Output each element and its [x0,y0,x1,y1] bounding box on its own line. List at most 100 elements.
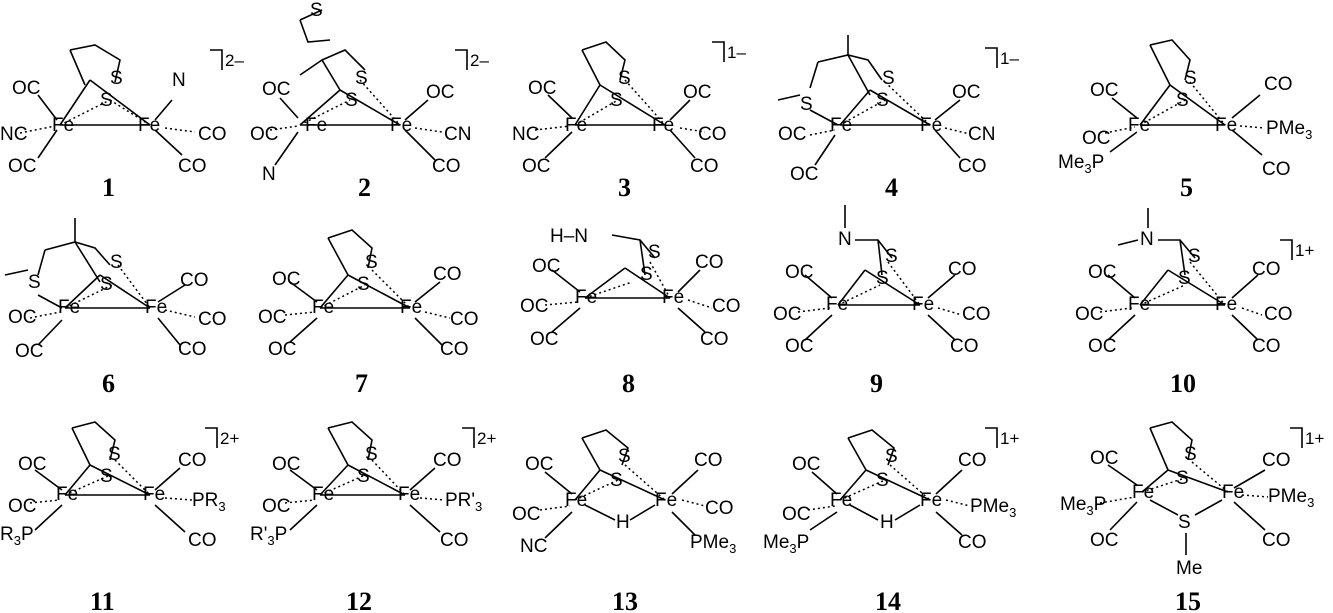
ligand-label: R3P [0,524,34,548]
ligand-label: OC [272,269,301,290]
compound-2: S S S Fe Fe OC OC N OC CN CO 2– 2 [250,0,489,202]
ligand-label: PMe3 [690,532,736,556]
hn-atom: H–N [550,226,588,247]
ligand-label: N [172,70,186,91]
charge-label: 2– [225,51,244,70]
compound-13: S S Fe Fe H OC OC NC CO CO PMe3 13 [512,429,736,613]
compound-9: N S S Fe Fe OC OC OC CO CO CO 9 [773,205,991,398]
ligand-label: CO [450,309,479,330]
fe-atom: Fe [312,297,334,318]
fe-atom: Fe [52,115,74,136]
h-atom: H [616,512,630,533]
ligand-label: CO [690,156,719,177]
charge-label: 2+ [477,429,496,448]
ligand-label: CO [958,450,987,471]
ligand-label: OC [8,156,37,177]
ligand-label: OC [1090,530,1119,551]
ligand-label: CO [1262,450,1291,471]
me-atom: Me [1176,558,1202,579]
compound-number: 9 [870,369,883,398]
compound-number: 14 [875,587,901,613]
s-atom: S [876,470,889,491]
ligand-label: CO [1264,74,1293,95]
ligand-label: CN [444,124,471,145]
ligand-label: CO [700,329,729,350]
ligand-label: OC [268,339,297,360]
ligand-label: CO [698,124,727,145]
ligand-label: CO [695,252,724,273]
s-atom: S [357,274,370,295]
compound-number: 6 [102,369,115,398]
n-atom: N [1140,229,1154,250]
compound-number: 2 [358,173,371,202]
compound-number: 7 [355,369,368,398]
charge-label: 1– [1000,49,1019,68]
compound-number: 1 [102,173,115,202]
fe-atom: Fe [143,484,165,505]
ligand-label: CO [1252,336,1281,357]
ligand-label: CO [962,304,991,325]
compound-number: 5 [1180,173,1193,202]
fe-atom: Fe [575,287,597,308]
ligand-label: OC [262,496,291,517]
ligand-label: OC [250,124,279,145]
s-atom: S [882,68,895,89]
compound-4: S S S Fe Fe OC OC OC CN CO 1– 4 [777,35,1019,202]
s-atom: S [365,252,378,273]
ligand-label: OC [528,78,557,99]
s-atom: S [618,446,631,467]
compound-number: 12 [346,587,372,613]
ligand-label: OC [530,329,559,350]
ligand-label: CO [712,296,741,317]
ligand-label: OC [258,307,287,328]
charge-label: 1+ [1295,241,1314,260]
s-atom: S [1176,90,1189,111]
fe-atom: Fe [912,294,934,315]
compound-8: H–N S S Fe Fe OC OC OC CO CO CO 8 [520,226,741,398]
fe-atom: Fe [920,490,942,511]
ligand-label: OC [426,82,455,103]
compound-7: S S Fe Fe OC OC OC CO CO CO 7 [258,229,479,398]
fe-atom: Fe [662,287,684,308]
fe-atom: Fe [1128,294,1150,315]
ligand-label: OC [683,82,712,103]
s-atom: S [1184,444,1197,465]
fe-atom: Fe [826,294,848,315]
ligand-label: OC [18,454,47,475]
s-atom: S [800,94,813,115]
ligand-label: NC [520,536,547,557]
ligand-label: N [262,164,276,185]
ligand-label: OC [525,454,554,475]
fe-atom: Fe [145,297,167,318]
s-atom: S [885,446,898,467]
fe-atom: Fe [920,115,942,136]
ligand-label: PR3 [192,490,226,514]
fe-atom: Fe [56,484,78,505]
fe-atom: Fe [652,115,674,136]
s-atom: S [100,274,113,295]
ligand-label: OC [782,504,811,525]
ligand-label: OC [1090,80,1119,101]
compound-number: 4 [885,173,898,202]
s-atom: S [648,242,661,263]
ligand-label: CO [440,339,469,360]
compound-14: S S Fe Fe H OC OC Me3P CO PMe3 CO 1+ 14 [763,427,1019,613]
ligand-label: CO [1264,304,1293,325]
charge-label: 2+ [220,429,239,448]
ligand-label: PMe3 [970,496,1016,520]
ligand-label: NC [0,124,27,145]
s-atom: S [1188,246,1201,267]
fe-atom: Fe [400,297,422,318]
s-atom: S [365,444,378,465]
s-atom: S [1178,268,1191,289]
s-atom: S [618,68,631,89]
ligand-label: Me3P [1058,152,1104,176]
ligand-label: CO [958,156,987,177]
compound-11: S S Fe Fe OC OC R3P CO PR3 CO 2+ 11 [0,421,239,613]
ligand-label: NC [512,124,539,145]
s-atom: S [885,246,898,267]
fe-atom: Fe [1132,482,1154,503]
compound-12: S S Fe Fe OC OC R'3P CO PR'3 CO 2+ 12 [250,421,496,613]
charge-label: 1+ [1305,429,1324,448]
s-atom: S [640,264,653,285]
